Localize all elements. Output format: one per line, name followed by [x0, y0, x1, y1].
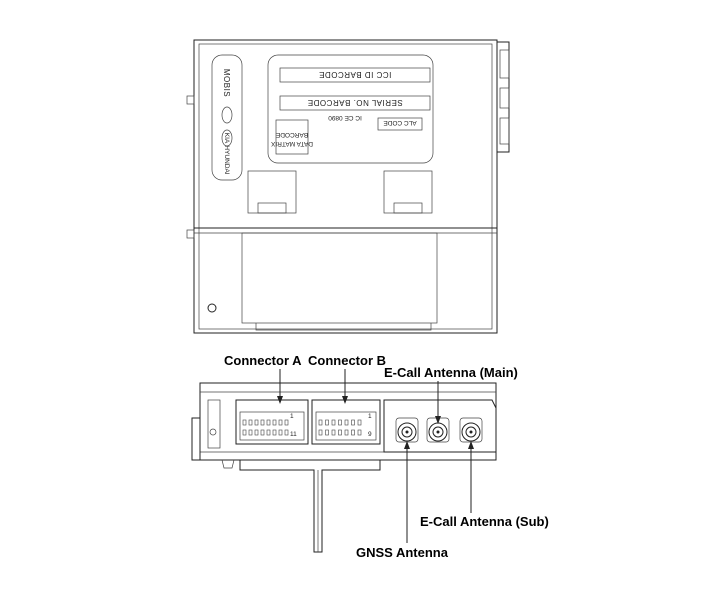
connector-pin: [278, 429, 283, 436]
connector-a-pin-bottom: 11: [290, 431, 297, 438]
screw-hole: [207, 303, 217, 313]
connector-pin: [318, 429, 323, 436]
connector-pin: [254, 429, 259, 436]
module-housing: [193, 39, 498, 334]
connector-pin: [351, 429, 355, 436]
logo-text-mobis: MOBIS: [222, 69, 231, 97]
connector-pin: [260, 419, 265, 426]
gnss-label: GNSS Antenna: [356, 545, 449, 560]
connector-pin: [266, 429, 271, 436]
connector-pin: [248, 419, 253, 426]
ecall-sub-label: E-Call Antenna (Sub): [420, 514, 549, 529]
certification-marks-text: IC CE 0890: [328, 114, 362, 121]
callouts: Connector A Connector B E-Call Antenna (…: [224, 353, 549, 560]
connector-a-pin-top: 1: [290, 413, 294, 420]
connector-pin: [318, 419, 323, 426]
connector-pin: [242, 429, 247, 436]
connector-pin: [254, 419, 259, 426]
connector-a-label: Connector A: [224, 353, 302, 368]
connector-b-label: Connector B: [308, 353, 386, 368]
connector-pin: [260, 429, 265, 436]
alc-code-text: ALC CODE: [383, 119, 417, 126]
connector-pin: [338, 419, 342, 426]
connector-pin: [272, 429, 277, 436]
serial-barcode-text: SERIAL NO. BARCODE: [307, 98, 402, 107]
icc-id-barcode-text: ICC ID BARCODE: [319, 70, 392, 79]
connector-pin: [248, 429, 253, 436]
antenna-block: [383, 399, 497, 453]
module-front-view: 1 11 1 9: [191, 382, 497, 553]
connector-b-pin-top: 1: [368, 413, 372, 420]
logo-text-hyundai: HYUNDAI: [223, 145, 230, 174]
logo-strip: [211, 54, 243, 181]
connector-pin: [357, 419, 362, 426]
connector-pin: [266, 419, 271, 426]
connector-pin: [284, 429, 289, 436]
connector-pin: [344, 429, 349, 436]
label-panel: [267, 54, 434, 164]
data-matrix-text-1: DATA MATRIX: [270, 140, 313, 147]
connector-pin: [278, 419, 283, 426]
connector-pin: [351, 419, 355, 426]
connector-pin: [338, 429, 342, 436]
gnss-antenna-port: [395, 417, 419, 443]
data-matrix-text-2: BARCODE: [275, 131, 308, 138]
connector-pin: [344, 419, 349, 426]
connector-pin: [325, 419, 329, 426]
module-top-view: MOBIS HYUNDAI KIA ICC ID BARCODE SERIAL …: [186, 39, 510, 334]
logo-text-kia: KIA: [223, 133, 230, 144]
connector-pin: [325, 429, 329, 436]
connector-pin: [272, 419, 277, 426]
connector-pin: [242, 419, 247, 426]
ecall-sub-antenna-port: [459, 417, 483, 443]
connector-pin: [284, 419, 289, 426]
connector-pin: [331, 419, 336, 426]
connector-a: [235, 399, 309, 445]
connector-pin: [331, 429, 336, 436]
connector-pin: [357, 429, 362, 436]
ecall-main-label: E-Call Antenna (Main): [384, 365, 518, 380]
connector-b-pin-bottom: 9: [368, 431, 372, 438]
